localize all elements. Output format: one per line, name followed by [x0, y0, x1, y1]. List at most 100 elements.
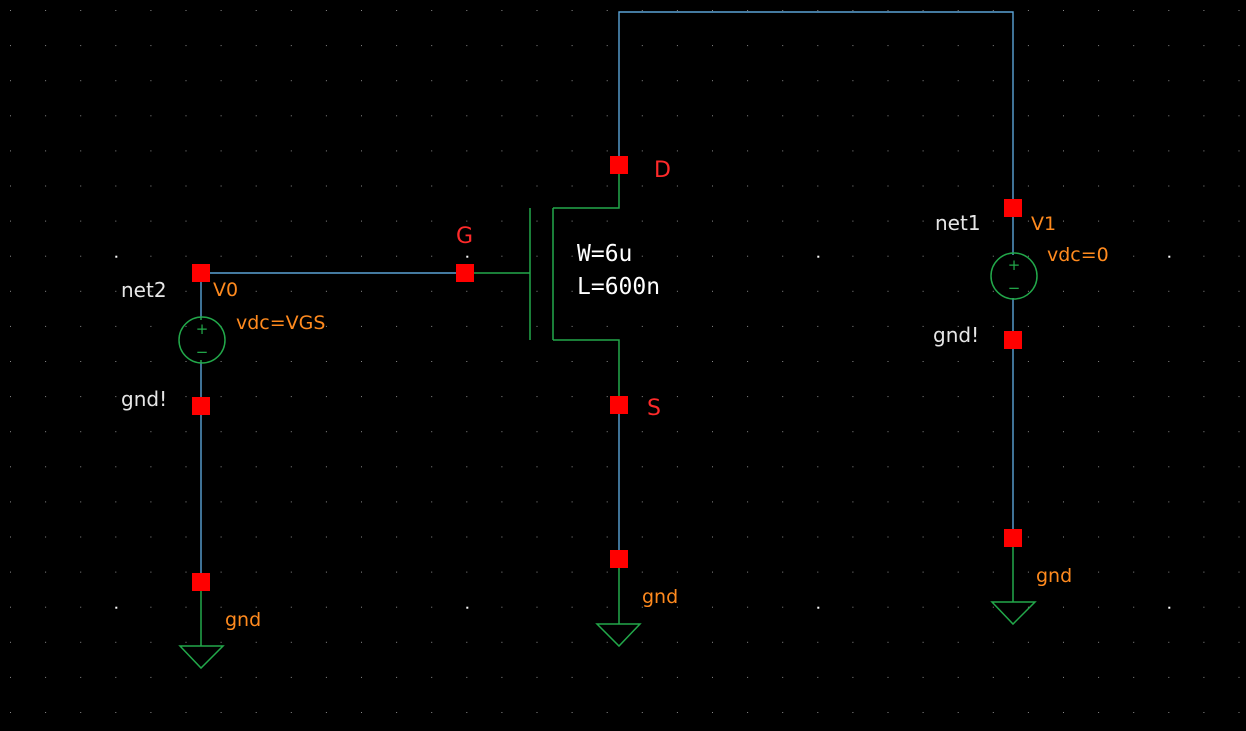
grid-dot: [571, 571, 573, 573]
ground-symbol-1[interactable]: [178, 582, 225, 670]
grid-dot: [712, 361, 713, 362]
grid-dot: [325, 571, 327, 573]
grid-dot: [536, 501, 538, 503]
grid-dot: [325, 255, 327, 257]
wire-drain-to-v1[interactable]: [618, 11, 1014, 208]
grid-dot: [1098, 501, 1100, 503]
grid-dot: [641, 185, 643, 187]
grid-dot: [185, 501, 187, 503]
grid-dot: [536, 115, 538, 117]
grid-dot: [80, 536, 82, 538]
grid-dot: [115, 115, 117, 117]
pin-drain[interactable]: [610, 156, 628, 174]
v0-instance-name: V0: [213, 279, 238, 301]
grid-dot: [115, 571, 117, 573]
pin-source[interactable]: [610, 396, 628, 414]
grid-dot: [290, 606, 292, 608]
grid-dot: [606, 290, 608, 292]
grid-dot: [255, 255, 257, 257]
pin-gate[interactable]: [456, 264, 474, 282]
grid-dot: [1063, 150, 1064, 152]
grid-dot: [571, 45, 573, 47]
grid-dot: [1063, 466, 1064, 468]
grid-dot: [1238, 501, 1240, 503]
grid-dot: [150, 45, 152, 47]
grid-dot: [676, 185, 678, 187]
voltage-source-v0[interactable]: [178, 316, 226, 364]
grid-dot: [255, 606, 257, 608]
grid-dot: [1168, 115, 1170, 117]
grid-dot: [1027, 10, 1029, 11]
grid-dot: [1168, 536, 1170, 538]
grid-dot: [852, 290, 854, 292]
grid-dot: [1168, 676, 1170, 678]
grid-dot: [571, 466, 573, 468]
grid-dot: [852, 501, 854, 503]
pin-v0-plus[interactable]: [192, 264, 210, 282]
pin-v0-minus[interactable]: [192, 397, 210, 415]
grid-dot: [641, 712, 643, 713]
grid-dot: [185, 255, 187, 257]
grid-dot: [712, 150, 713, 152]
grid-dot: [1133, 501, 1135, 503]
grid-dot: [1238, 290, 1240, 292]
grid-dot: [115, 501, 117, 503]
grid-dot: [1098, 361, 1100, 362]
grid-dot: [536, 676, 538, 678]
grid-dot: [80, 45, 82, 47]
grid-dot: [747, 45, 749, 47]
grid-dot: [10, 10, 11, 11]
grid-dot: [747, 290, 749, 292]
grid-dot: [712, 466, 713, 468]
grid-dot: [571, 80, 573, 82]
grid-dot: [606, 255, 608, 257]
grid-dot: [782, 536, 784, 538]
grid-dot: [150, 80, 152, 82]
nmos-transistor[interactable]: [465, 165, 620, 405]
grid-dot: [361, 220, 362, 222]
pin-v1-minus[interactable]: [1004, 331, 1022, 349]
grid-dot: [220, 115, 222, 117]
grid-dot: [1238, 10, 1240, 11]
grid-dot: [782, 396, 784, 398]
grid-dot: [957, 115, 959, 117]
grid-dot: [466, 80, 468, 82]
grid-dot: [852, 325, 854, 327]
pin-ground-3[interactable]: [1004, 529, 1022, 547]
grid-dot: [45, 290, 47, 292]
grid-dot: [185, 115, 187, 117]
grid-dot: [606, 641, 608, 643]
grid-dot: [220, 712, 222, 713]
grid-dot: [1063, 641, 1064, 643]
grid-dot: [45, 325, 47, 327]
grid-dot: [782, 255, 784, 257]
grid-dot: [396, 255, 398, 257]
grid-dot: [466, 501, 468, 503]
ground-symbol-3[interactable]: [990, 538, 1037, 626]
grid-dot: [80, 466, 82, 468]
grid-dot: [887, 80, 889, 82]
grid-dot: [536, 361, 538, 362]
grid-dot: [1238, 45, 1240, 47]
pin-v1-plus[interactable]: [1004, 199, 1022, 217]
pin-ground-2[interactable]: [610, 550, 628, 568]
grid-dot: [817, 80, 819, 82]
grid-dot: [10, 571, 11, 573]
grid-dot: [115, 10, 117, 11]
grid-dot: [957, 712, 959, 713]
grid-dot: [922, 676, 924, 678]
grid-dot: [712, 185, 713, 187]
pin-ground-1[interactable]: [192, 573, 210, 591]
ground-symbol-2[interactable]: [595, 559, 642, 648]
grid-dot: [536, 45, 538, 47]
grid-dot: [185, 325, 187, 327]
grid-dot: [571, 641, 573, 643]
grid-dot: [1133, 536, 1135, 538]
grid-dot: [1203, 501, 1205, 503]
voltage-source-v1[interactable]: [990, 252, 1038, 300]
grid-dot: [887, 361, 889, 362]
grid-dot: [10, 45, 11, 47]
v0-value: vdc=VGS: [236, 312, 325, 334]
grid-dot: [501, 45, 503, 47]
